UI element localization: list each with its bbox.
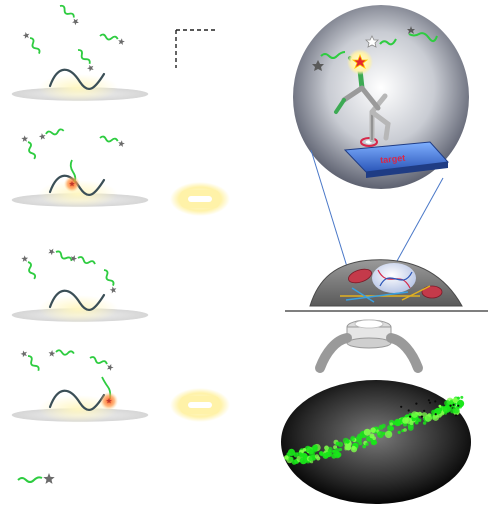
zoom-lines (310, 149, 444, 271)
star-icon (109, 286, 117, 294)
star-icon (118, 140, 125, 148)
probe-icon (103, 269, 117, 294)
star-icon (48, 350, 56, 357)
star-icon (21, 135, 29, 142)
probe-icon (21, 255, 37, 280)
star-icon (70, 255, 78, 262)
signal-glow-icon (170, 388, 230, 422)
dna-strand-icon (48, 68, 106, 91)
probe-icon (20, 350, 40, 372)
signal-readouts (170, 182, 230, 422)
reaction-panel (11, 4, 149, 102)
probe-icon (22, 32, 41, 54)
reaction-panel (11, 349, 149, 423)
probe-icon (48, 349, 75, 357)
signal-corner-bracket (175, 29, 216, 68)
free-probe-icon (365, 35, 397, 48)
reaction-panel (11, 128, 149, 208)
green-cell-signal (284, 395, 465, 465)
dna-strand-icon (48, 174, 106, 197)
free-probe-icon (407, 26, 438, 42)
star-icon (20, 350, 28, 358)
reaction-panel (11, 248, 149, 323)
free-probe-icon (312, 51, 346, 71)
microscope-objective-icon (315, 319, 423, 373)
probe-icon (48, 248, 73, 262)
fluorescence-image-view (281, 380, 471, 504)
dna-strand-icon (48, 389, 106, 412)
signal-glow-icon (170, 182, 230, 216)
probe-icon (99, 33, 125, 46)
star-icon (43, 473, 55, 484)
target-label: target (380, 153, 406, 166)
star-icon (21, 255, 29, 262)
star-icon (48, 248, 56, 256)
probe-icon (21, 135, 37, 160)
fluorophore-star-icon (347, 49, 373, 75)
star-icon (107, 364, 114, 371)
star-icon (118, 38, 125, 46)
star-icon (38, 133, 46, 140)
probe-icon (38, 128, 65, 140)
cell-icon (309, 259, 463, 307)
reaction-panels (11, 4, 149, 423)
probe-icon (77, 49, 94, 72)
legend-probe (17, 473, 55, 484)
target-chip: target (343, 141, 450, 178)
star-icon (87, 64, 94, 72)
probe-icon (99, 135, 125, 148)
secondary-antibody-icon (369, 93, 391, 143)
probe-icon (70, 255, 96, 265)
star-icon (22, 32, 30, 39)
star-icon (72, 18, 79, 26)
probe-icon (89, 356, 114, 371)
probe-icon (59, 4, 79, 26)
dna-strand-icon (48, 289, 106, 312)
